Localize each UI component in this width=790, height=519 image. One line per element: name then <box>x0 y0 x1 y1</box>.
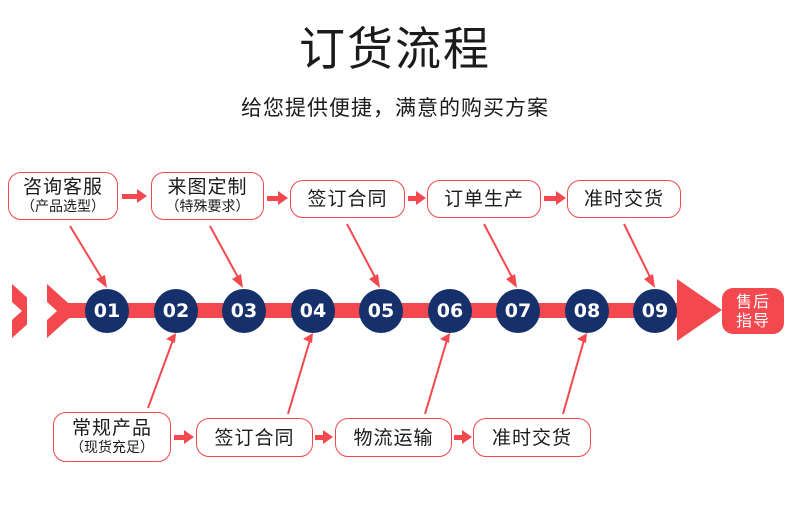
arrow-head-icon <box>278 191 288 205</box>
bottom-connector-arrow-2 <box>315 430 333 444</box>
arrow-head-icon <box>462 430 472 444</box>
top-connector-arrow-3 <box>408 191 426 205</box>
bottom-step-box-1-subtitle: （现货充足） <box>70 440 154 456</box>
arrow-head-icon <box>184 430 194 444</box>
bottom-step-box-2-title: 签订合同 <box>214 426 295 449</box>
chevron-notch-outer <box>0 284 22 338</box>
timeline-step-09[interactable]: 09 <box>633 289 677 333</box>
arrow-shaft <box>544 195 556 201</box>
bottom-step-box-2[interactable]: 签订合同 <box>196 418 313 457</box>
page-title: 订货流程 <box>299 22 491 76</box>
top-step-box-2-subtitle: （特殊要求） <box>165 199 250 215</box>
arrow-shaft <box>174 434 184 440</box>
timeline-step-01[interactable]: 01 <box>85 289 129 333</box>
after-sale-badge-line1: 售后 <box>735 292 770 311</box>
bottom-step-box-4[interactable]: 准时交货 <box>473 418 591 457</box>
bottom-connector-arrow-3 <box>454 430 472 444</box>
top-step-box-5-title: 准时交货 <box>583 188 664 210</box>
top-step-box-5[interactable]: 准时交货 <box>567 180 681 218</box>
bottom-step-box-3[interactable]: 物流运输 <box>335 418 452 457</box>
bottom-connector-arrow-1 <box>174 430 194 444</box>
top-step-box-2-title: 来图定制 <box>167 176 248 198</box>
chevron-notch-inner <box>27 284 57 338</box>
top-connector-arrow-2 <box>267 191 288 205</box>
top-step-box-3[interactable]: 签订合同 <box>290 180 405 218</box>
top-step-box-3-title: 签订合同 <box>307 188 388 210</box>
timeline-step-06[interactable]: 06 <box>428 289 472 333</box>
bottom-step-box-4-title: 准时交货 <box>491 426 572 449</box>
top-step-box-4-title: 订单生产 <box>443 188 524 210</box>
timeline-step-04[interactable]: 04 <box>291 289 335 333</box>
arrow-shaft <box>454 434 462 440</box>
timeline-step-08[interactable]: 08 <box>565 289 609 333</box>
timeline-step-03[interactable]: 03 <box>222 289 266 333</box>
after-sale-badge-line2: 指导 <box>735 311 770 330</box>
top-step-box-1-subtitle: （产品选型） <box>21 199 105 215</box>
top-step-box-1[interactable]: 咨询客服 （产品选型） <box>8 172 118 220</box>
arrow-head-icon <box>416 191 426 205</box>
top-step-box-4[interactable]: 订单生产 <box>427 180 541 218</box>
timeline-arrow-head-icon <box>677 279 722 341</box>
arrow-shaft <box>408 195 416 201</box>
timeline-step-07[interactable]: 07 <box>496 289 540 333</box>
page-subtitle: 给您提供便捷，满意的购买方案 <box>241 96 549 120</box>
bottom-step-box-3-title: 物流运输 <box>353 426 434 449</box>
arrow-shaft <box>315 434 323 440</box>
top-connector-arrow-1 <box>122 189 147 203</box>
arrow-head-icon <box>323 430 333 444</box>
arrow-head-icon <box>556 191 566 205</box>
bottom-step-box-1[interactable]: 常规产品 （现货充足） <box>53 412 171 462</box>
arrow-head-icon <box>137 189 147 203</box>
arrow-shaft <box>267 195 278 201</box>
top-connector-arrow-4 <box>544 191 566 205</box>
timeline-step-05[interactable]: 05 <box>359 289 403 333</box>
timeline-step-02[interactable]: 02 <box>154 289 198 333</box>
top-step-box-1-title: 咨询客服 <box>22 176 103 198</box>
arrow-shaft <box>122 193 137 199</box>
after-sale-badge[interactable]: 售后 指导 <box>722 288 784 334</box>
bottom-step-box-1-title: 常规产品 <box>71 417 152 439</box>
top-step-box-2[interactable]: 来图定制 （特殊要求） <box>151 172 264 220</box>
